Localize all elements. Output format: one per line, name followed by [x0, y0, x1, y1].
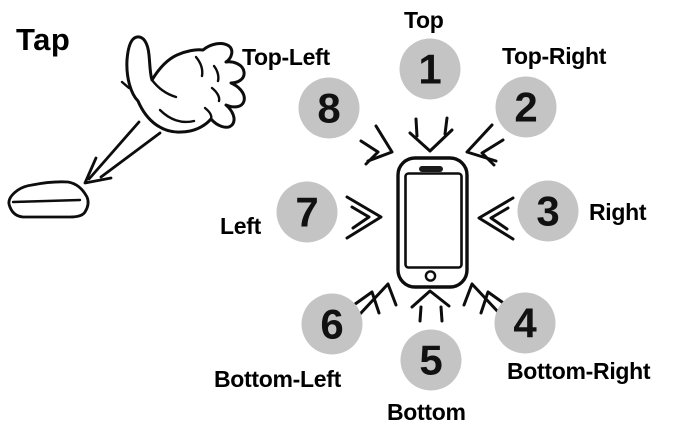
- phone-speaker-icon: [419, 166, 443, 172]
- label-bottom-left: Bottom-Left: [214, 366, 341, 392]
- arrow-from-right-icon: [477, 196, 515, 241]
- circle-8-top-left: 8: [298, 77, 360, 139]
- label-bottom: Bottom: [387, 399, 466, 425]
- label-right: Right: [589, 199, 647, 225]
- arrow-from-top-right-icon: [465, 123, 505, 167]
- label-top: Top: [404, 7, 444, 33]
- page-title: Tap: [16, 22, 71, 57]
- phone-home-button-icon: [424, 270, 437, 282]
- label-left: Left: [220, 213, 261, 239]
- circle-5-bottom: 5: [400, 329, 462, 391]
- arrow-from-top-left-icon: [359, 124, 394, 166]
- label-top-left: Top-Left: [242, 44, 330, 70]
- arrow-from-bottom-icon: [410, 289, 451, 323]
- label-top-right: Top-Right: [502, 43, 607, 69]
- hand-tap-icon: [120, 35, 246, 134]
- circle-6-bottom-left: 6: [301, 293, 363, 355]
- arrow-from-top-icon: [408, 116, 454, 153]
- circle-2-top-right: 2: [495, 76, 557, 138]
- circle-7-left: 7: [276, 181, 338, 243]
- tap-surface-icon: [7, 180, 90, 219]
- circle-1-top: 1: [399, 38, 461, 100]
- phone-icon: [396, 156, 469, 289]
- tap-motion-arrow-icon: [83, 120, 162, 185]
- arrow-from-left-icon: [345, 195, 383, 240]
- label-bottom-right: Bottom-Right: [507, 358, 651, 384]
- circle-3-right: 3: [517, 180, 579, 242]
- circle-4-bottom-right: 4: [494, 292, 556, 354]
